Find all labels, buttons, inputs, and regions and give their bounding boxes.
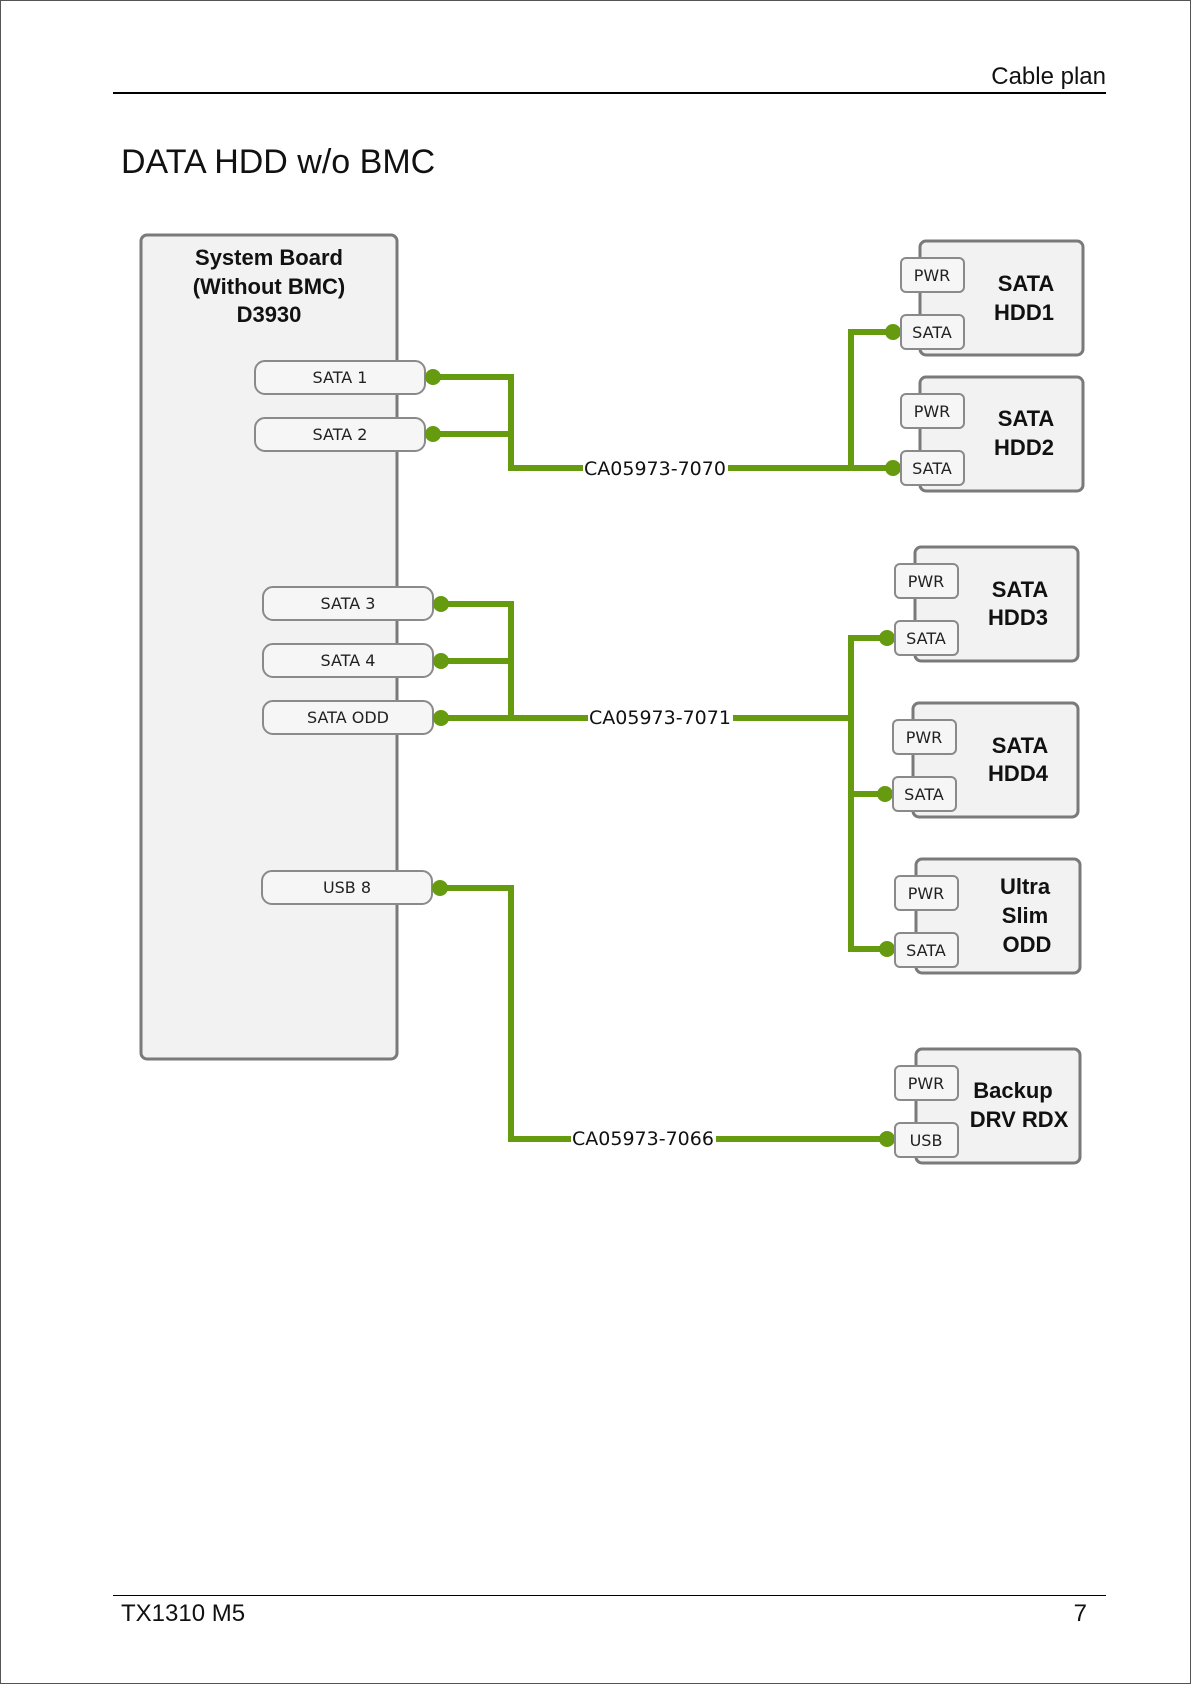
board-port-sata-3: SATA 3 (263, 587, 433, 620)
device-port-label: PWR (908, 572, 945, 591)
device-port-label: PWR (906, 728, 943, 747)
cable-label: CA05973-7071 (589, 707, 731, 729)
device-label-line-2: HDD1 (994, 300, 1054, 325)
cable-label: CA05973-7066 (572, 1128, 714, 1150)
device-label-line-1: SATA (998, 271, 1055, 296)
device-port-label: PWR (908, 884, 945, 903)
board-port-label: SATA 3 (321, 594, 376, 613)
device-label-line-2: HDD2 (994, 435, 1054, 460)
board-port-usb-8: USB 8 (262, 871, 432, 904)
device-label-line-1: SATA (992, 733, 1049, 758)
board-port-sata-1: SATA 1 (255, 361, 425, 394)
connector-dot (432, 880, 448, 896)
footer-page-number: 7 (1074, 1600, 1087, 1628)
device-port-label: SATA (906, 941, 946, 960)
board-port-label: SATA 4 (321, 651, 376, 670)
device-port-label: SATA (912, 459, 952, 478)
cable-ca05973-7071: CA05973-7071 (433, 596, 895, 957)
device-port-label: PWR (908, 1074, 945, 1093)
board-port-sata-4: SATA 4 (263, 644, 433, 677)
board-title-line-2: (Without BMC) (193, 274, 346, 299)
device-label-line-1: SATA (998, 406, 1055, 431)
board-title-line-3: D3930 (237, 302, 302, 327)
device-sata-hdd3: PWR SATA SATA HDD3 (895, 547, 1078, 661)
device-port-label: PWR (914, 266, 951, 285)
connector-dot (433, 596, 449, 612)
cable-ca05973-7070: CA05973-7070 (425, 324, 901, 481)
connector-dot (425, 369, 441, 385)
cable-line (433, 377, 853, 468)
connector-dot (885, 324, 901, 340)
device-port-label: PWR (914, 402, 951, 421)
device-port-label: USB (910, 1131, 943, 1150)
connector-dot (879, 630, 895, 646)
device-label-line-1: SATA (992, 577, 1049, 602)
connector-dot (425, 426, 441, 442)
device-label-line-2: DRV RDX (970, 1107, 1069, 1132)
connector-dot (879, 1131, 895, 1147)
cable-ca05973-7066: CA05973-7066 (432, 880, 895, 1151)
cable-line (851, 332, 893, 468)
device-label-line-1: Backup (973, 1078, 1052, 1103)
connector-dot (885, 460, 901, 476)
board-port-label: SATA ODD (307, 708, 389, 727)
connector-dot (433, 710, 449, 726)
device-ultra-slim-odd: PWR SATA Ultra Slim ODD (895, 859, 1080, 973)
cable-label: CA05973-7070 (584, 458, 726, 480)
board-port-sata-2: SATA 2 (255, 418, 425, 451)
board-port-sata-odd: SATA ODD (263, 701, 433, 734)
board-port-label: USB 8 (323, 878, 371, 897)
device-label-line-2: HDD4 (988, 761, 1049, 786)
device-sata-hdd4: PWR SATA SATA HDD4 (893, 703, 1078, 817)
footer-rule (113, 1595, 1106, 1596)
connector-dot (877, 786, 893, 802)
device-label-line-3: ODD (1003, 932, 1052, 957)
board-port-label: SATA 2 (313, 425, 368, 444)
device-port-label: SATA (904, 785, 944, 804)
board-port-label: SATA 1 (313, 368, 368, 387)
device-label-line-1: Ultra (1000, 874, 1051, 899)
device-label-line-2: HDD3 (988, 605, 1048, 630)
device-port-label: SATA (906, 629, 946, 648)
device-port-label: SATA (912, 323, 952, 342)
device-backup-drv-rdx: PWR USB Backup DRV RDX (895, 1049, 1080, 1163)
device-label-line-2: Slim (1002, 903, 1048, 928)
device-sata-hdd1: PWR SATA SATA HDD1 (901, 241, 1083, 355)
board-title-line-1: System Board (195, 245, 343, 270)
footer-model: TX1310 M5 (121, 1600, 245, 1628)
cable-line (440, 888, 887, 1139)
connector-dot (433, 653, 449, 669)
connector-dot (879, 941, 895, 957)
device-sata-hdd2: PWR SATA SATA HDD2 (901, 377, 1083, 491)
